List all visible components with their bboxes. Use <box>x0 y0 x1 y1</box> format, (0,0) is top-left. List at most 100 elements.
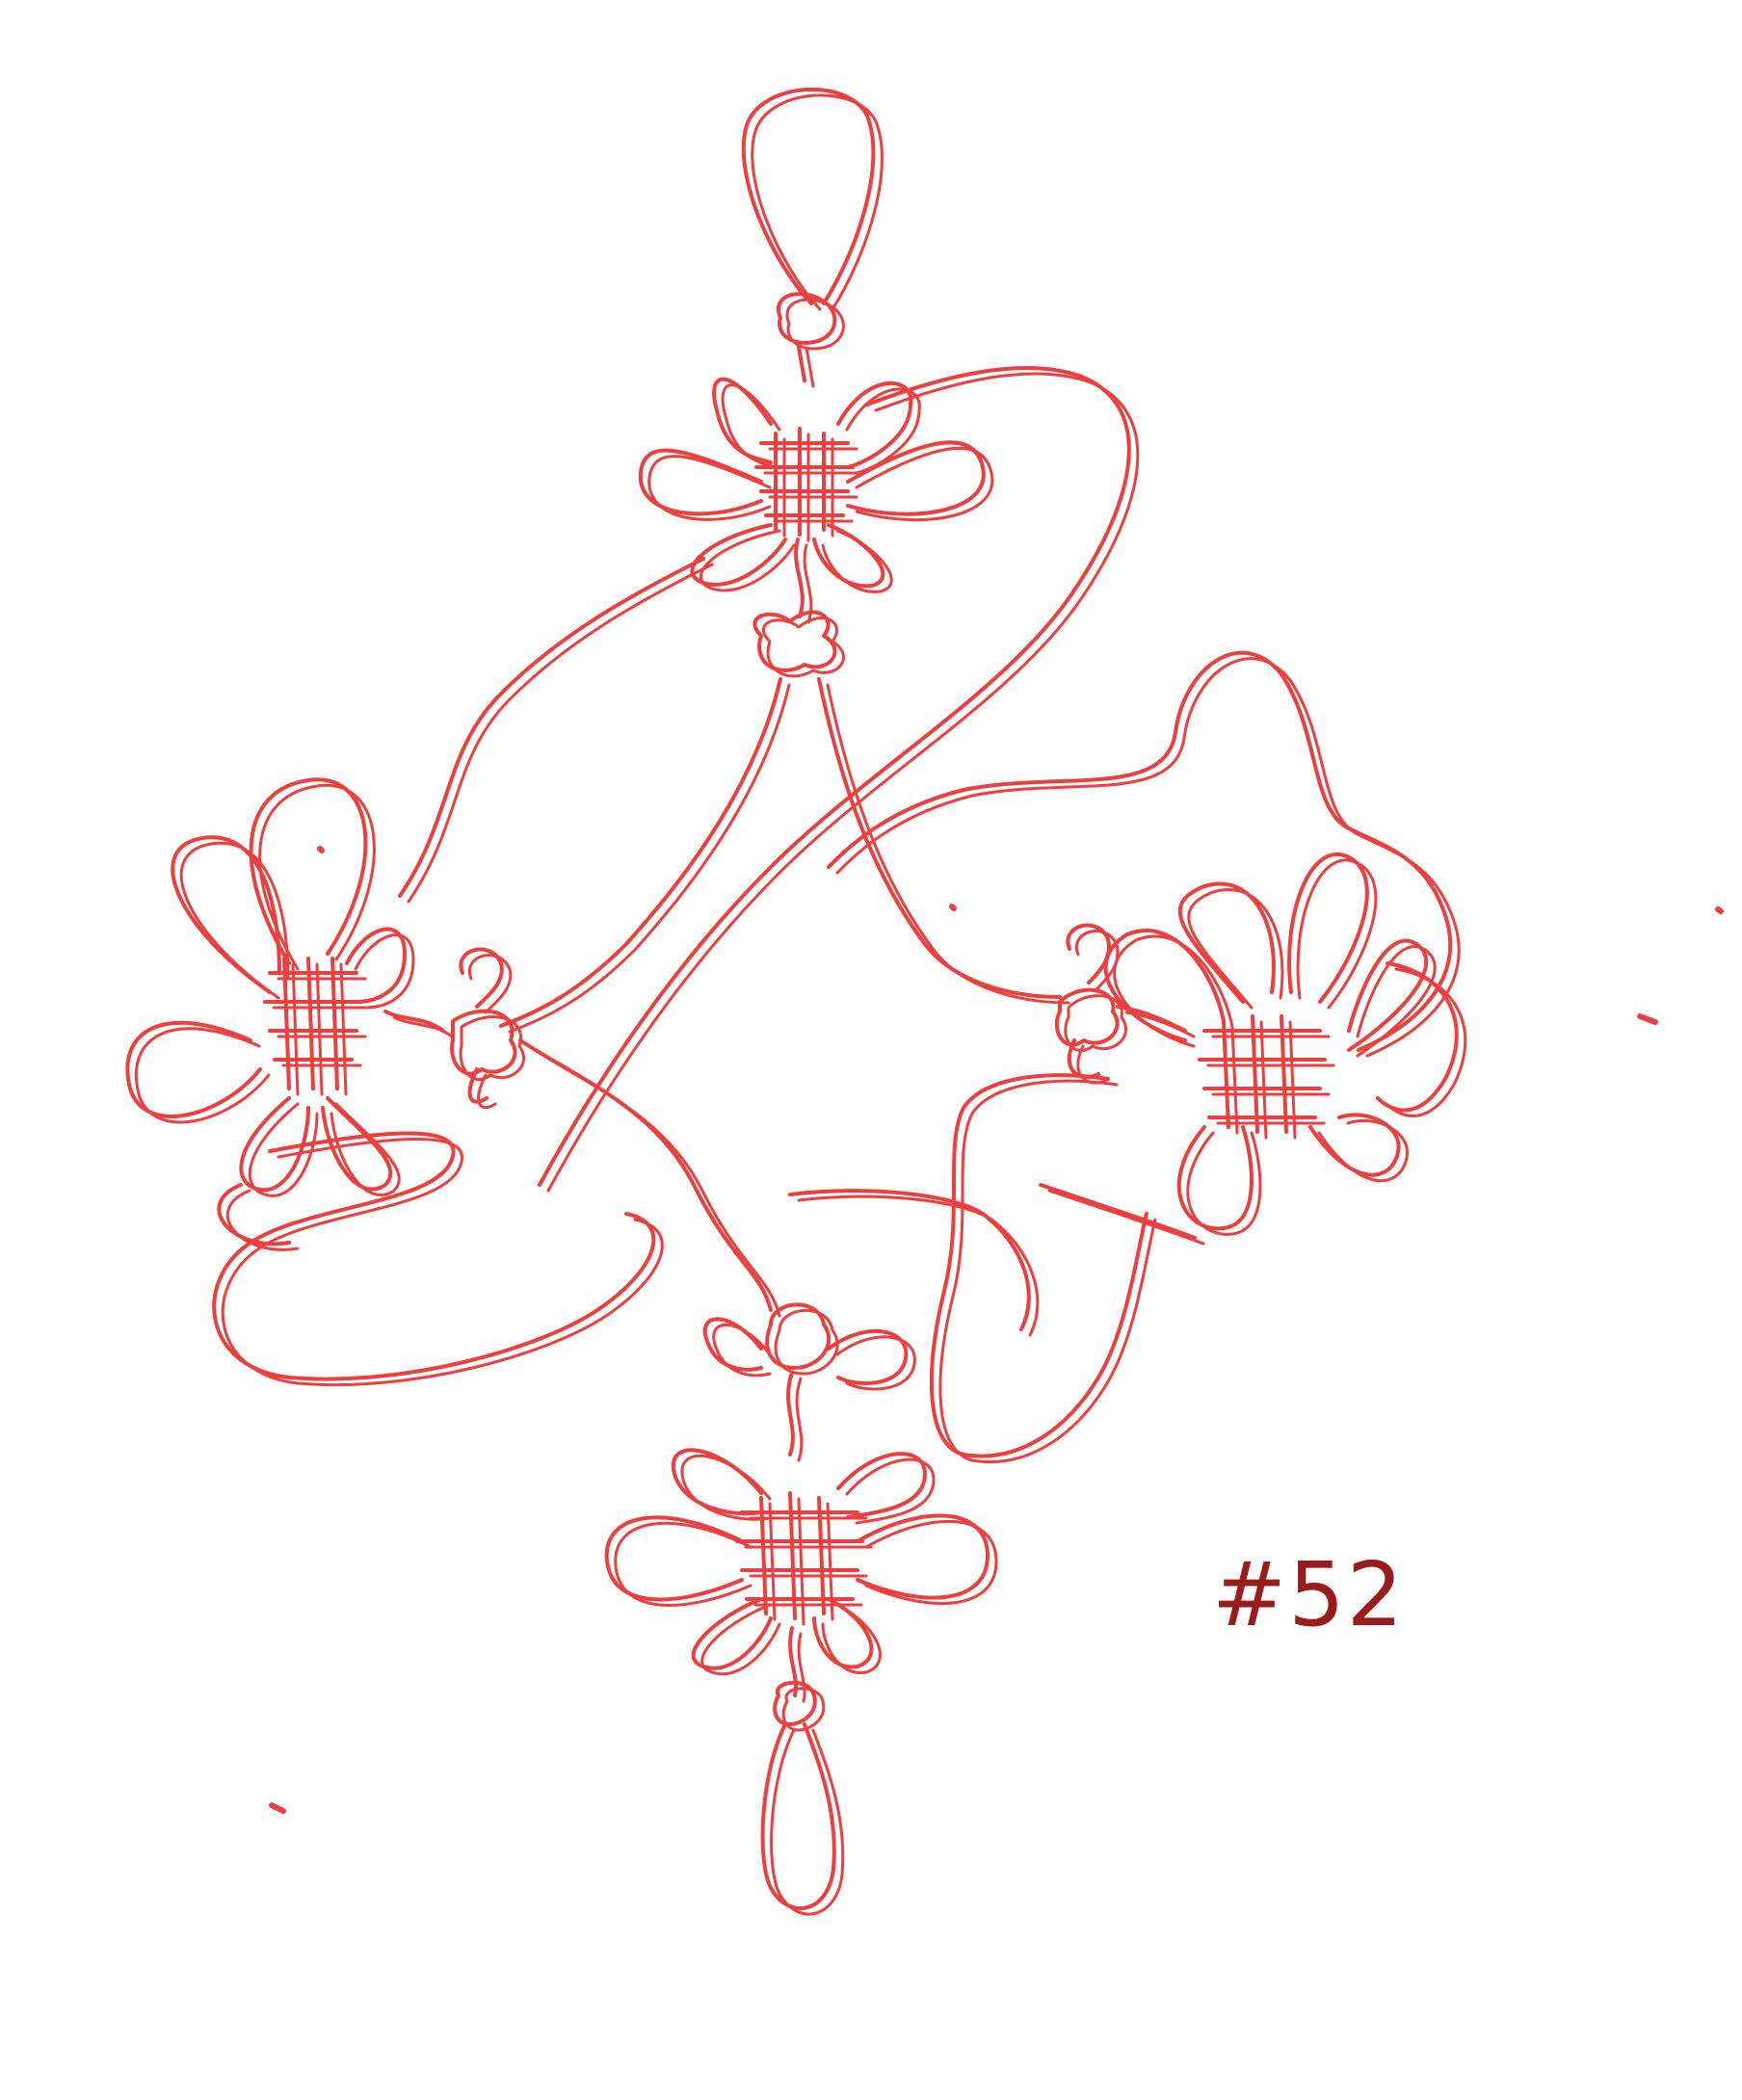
left-mystic-knot-part-6 <box>345 927 407 1004</box>
left-mystic-knot-part-6-inner <box>354 933 415 1010</box>
left-small-knot-top-inner <box>467 954 513 1014</box>
lower-mystic-knot-part-6 <box>812 1597 874 1669</box>
bottom-upper-small-knot-right <box>827 1328 909 1385</box>
left-knot-link <box>383 1010 445 1033</box>
left-knot-link-inner <box>392 1015 454 1038</box>
left-small-knot-top <box>459 947 504 1009</box>
lower-left-big-loop <box>212 1131 656 1381</box>
right-mystic-knot-part-1-inner <box>1187 888 1284 1010</box>
right-mystic-knot-part-4 <box>1347 938 1429 1052</box>
left-mystic-knot-part-5-inner <box>330 1102 401 1196</box>
bottom-upper-small-knot-body <box>765 1302 831 1370</box>
left-mystic-knot-part-1 <box>249 777 368 965</box>
left-mystic-knot-part-1-inner <box>258 783 376 971</box>
lower-right-connector-inner <box>1047 1189 1205 1246</box>
right-far-petal-inner <box>1385 967 1467 1117</box>
lower-mystic-knot-part-6-inner <box>821 1603 882 1674</box>
bottom-upper-small-knot-body-inner <box>774 1308 839 1376</box>
bottom-small-knot <box>773 1680 817 1726</box>
lower-mystic-knot-part-3 <box>604 1515 744 1602</box>
cord-left-diagonal-inner <box>508 683 791 1034</box>
right-far-loop-inner <box>835 657 1461 1058</box>
left-small-knot-tail-inner <box>477 1073 497 1110</box>
bottom-upper-small-knot-left-inner <box>712 1323 772 1378</box>
top-mystic-knot-part-4-inner <box>855 446 994 522</box>
right-mystic-knot-part-8 <box>1222 1014 1288 1134</box>
lower-stem <box>786 1371 795 1457</box>
top-mystic-knot-part-3-inner <box>647 455 772 521</box>
left-mystic-knot-part-7-inner <box>272 977 372 1067</box>
bottom-stem-inner <box>797 1632 806 1703</box>
lower-right-loop <box>929 1073 1148 1458</box>
left-small-knot-tail <box>467 1067 488 1104</box>
lower-stem-inner <box>795 1377 804 1462</box>
right-mystic-knot-part-5-inner <box>1186 1131 1262 1236</box>
cord-left-diagonal <box>499 677 782 1028</box>
top-mystic-knot-part-4 <box>846 440 986 516</box>
right-mystic-knot-part-7-inner <box>1206 1035 1335 1125</box>
left-mystic-knot-part-3-inner <box>134 1027 271 1124</box>
lower-mystic-knot-part-2 <box>836 1452 927 1519</box>
cord-left-to-bottom-inner <box>527 1044 781 1318</box>
lower-mystic-knot-part-3-inner <box>614 1521 752 1607</box>
right-mystic-knot-part-1 <box>1177 881 1276 1004</box>
left-mystic-knot-part-2 <box>171 835 281 994</box>
speck-far-right <box>1715 906 1724 914</box>
top-stem <box>796 340 806 382</box>
upper-small-knot-inner <box>762 617 845 678</box>
top-mystic-knot-part-8-inner <box>782 433 834 542</box>
top-mystic-knot-part-6-inner <box>821 529 893 593</box>
cord-top-left-sweep-inner <box>407 563 714 904</box>
bottom-hanging-loop <box>760 1722 836 1911</box>
left-mystic-knot-part-8 <box>282 957 339 1090</box>
left-mystic-knot-part-3 <box>125 1020 262 1118</box>
cord-right-diagonal-inner <box>826 683 1070 1005</box>
speck-right <box>1637 1013 1658 1025</box>
right-small-knot-body <box>1054 987 1120 1047</box>
right-mystic-knot-part-4-inner <box>1356 945 1437 1058</box>
lower-left-big-loop-inner <box>221 1138 664 1387</box>
top-mystic-knot-part-2 <box>836 381 913 469</box>
lower-mystic-knot-part-7-inner <box>744 1516 873 1607</box>
top-mystic-knot-part-5-inner <box>699 529 796 592</box>
left-small-knot-body-inner <box>459 1015 526 1082</box>
lower-right-loop-inner <box>938 1079 1157 1463</box>
cord-top-left-sweep <box>398 557 705 898</box>
speck-center <box>949 904 957 911</box>
right-mystic-knot-part-2-inner <box>1296 858 1378 1010</box>
right-small-knot-top <box>1066 923 1111 984</box>
bottom-stem <box>788 1626 798 1697</box>
left-petal-lower-inner <box>226 1189 300 1251</box>
top-hanging-loop <box>741 87 876 305</box>
left-petal-lower <box>217 1183 291 1247</box>
right-mystic-knot-part-6-inner <box>1317 1118 1410 1183</box>
top-mystic-knot-part-7-inner <box>763 447 863 523</box>
right-small-knot-top-inner <box>1074 930 1120 990</box>
lower-mystic-knot-part-2-inner <box>845 1457 936 1525</box>
left-small-knot-body <box>450 1009 517 1076</box>
lower-mystic-knot-part-4-inner <box>864 1519 998 1605</box>
top-stem-inner <box>805 346 815 388</box>
lower-mystic-knot-part-8-inner <box>768 1497 834 1626</box>
upper-small-knot <box>752 610 837 672</box>
mid-cross-cord-inner <box>797 1194 1040 1337</box>
lower-mystic-knot-part-1-inner <box>680 1454 772 1521</box>
right-mystic-knot-part-5 <box>1176 1125 1254 1231</box>
top-hanging-loop-inner <box>751 93 884 311</box>
figure-number: #52 <box>1212 1543 1406 1646</box>
mid-cross-cord <box>788 1189 1031 1331</box>
top-mystic-knot-part-7 <box>754 441 855 517</box>
cord-top-right-loop <box>538 366 1131 1187</box>
top-small-knot <box>777 292 837 345</box>
top-mystic-knot-part-3 <box>638 448 763 516</box>
cord-top-right-loop-inner <box>546 372 1140 1193</box>
right-small-knot-body-inner <box>1064 994 1128 1053</box>
right-knot-link <box>1116 1005 1187 1033</box>
top-mystic-knot-part-1-inner <box>721 383 781 470</box>
bottom-upper-small-knot-right-inner <box>835 1335 916 1391</box>
right-mystic-knot-part-2 <box>1287 853 1369 1004</box>
left-mystic-knot-part-8-inner <box>291 962 348 1096</box>
upper-stem <box>794 538 805 618</box>
